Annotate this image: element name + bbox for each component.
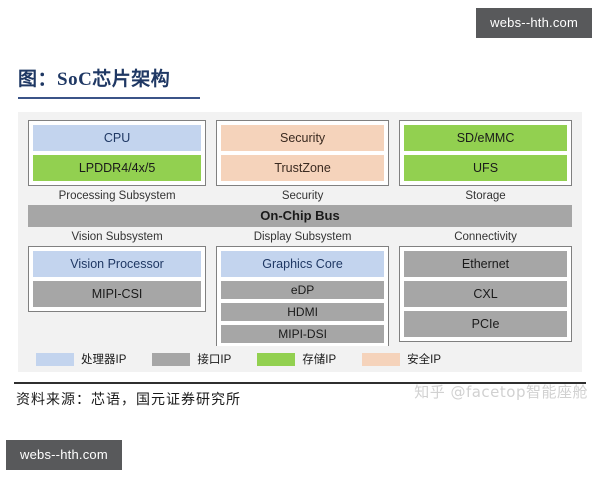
bottom-label-cell-connectivity: Connectivity	[399, 227, 572, 246]
title-underline	[18, 97, 200, 99]
block-security[interactable]: Security	[221, 125, 385, 151]
block-pcie[interactable]: PCIe	[404, 311, 567, 337]
legend-label-processor-ip: 处理器IP	[81, 354, 127, 366]
group-label-display-subsystem: Display Subsystem	[253, 231, 352, 243]
legend-item-security-ip: 安全IP	[362, 351, 441, 367]
legend-swatch-storage-ip	[257, 352, 296, 366]
block-mipi-dsi[interactable]: MIPI-DSI	[221, 325, 385, 343]
block-cxl[interactable]: CXL	[404, 281, 567, 307]
group-label-vision-subsystem: Vision Subsystem	[71, 231, 163, 243]
title-block: 图：SoC芯片架构	[18, 64, 582, 99]
legend-label-interface-ip: 接口IP	[197, 354, 232, 366]
block-edp[interactable]: eDP	[221, 281, 385, 299]
group-storage: SD/eMMC UFS Storage	[399, 120, 572, 205]
group-label-storage: Storage	[465, 190, 506, 202]
block-graphics-core[interactable]: Graphics Core	[221, 251, 385, 277]
block-trustzone[interactable]: TrustZone	[221, 155, 385, 181]
bottom-label-cell-display: Display Subsystem	[216, 227, 389, 246]
block-vision-processor[interactable]: Vision Processor	[33, 251, 202, 277]
legend-item-storage-ip: 存储IP	[257, 351, 336, 367]
legend-label-security-ip: 安全IP	[407, 354, 441, 366]
group-connectivity: Ethernet CXL PCIe	[399, 246, 572, 348]
soc-architecture-panel: CPU LPDDR4/4x/5 Processing Subsystem Sec…	[18, 112, 582, 358]
watermark-bottom-left: webs--hth.com	[6, 440, 122, 470]
group-box: Graphics Core eDP HDMI MIPI-DSI	[216, 246, 390, 348]
legend-item-processor-ip: 处理器IP	[36, 351, 126, 367]
group-label-connectivity: Connectivity	[454, 231, 517, 243]
legend-swatch-security-ip	[362, 352, 401, 366]
group-label-security: Security	[281, 190, 324, 202]
group-box: CPU LPDDR4/4x/5	[28, 120, 207, 186]
block-ethernet[interactable]: Ethernet	[404, 251, 567, 277]
source-text: 资料来源：芯语，国元证券研究所	[16, 393, 241, 408]
group-box: Ethernet CXL PCIe	[399, 246, 572, 342]
watermark-ghost-zhihu: 知乎 @facetop智能座舱	[414, 383, 588, 401]
block-lpddr[interactable]: LPDDR4/4x/5	[33, 155, 202, 181]
watermark-top-right: webs--hth.com	[476, 8, 592, 38]
block-hdmi[interactable]: HDMI	[221, 303, 385, 321]
legend-label-storage-ip: 存储IP	[302, 354, 337, 366]
group-display-subsystem: Graphics Core eDP HDMI MIPI-DSI	[216, 246, 390, 348]
group-processing-subsystem: CPU LPDDR4/4x/5 Processing Subsystem	[28, 120, 207, 205]
group-security: Security TrustZone Security	[216, 120, 390, 205]
group-label-processing-subsystem: Processing Subsystem	[58, 190, 176, 202]
page-title: 图：SoC芯片架构	[18, 69, 171, 90]
bottom-label-cell-vision: Vision Subsystem	[28, 227, 206, 246]
legend-item-interface-ip: 接口IP	[152, 351, 231, 367]
legend-swatch-interface-ip	[152, 352, 191, 366]
legend-swatch-processor-ip	[36, 352, 74, 366]
block-cpu[interactable]: CPU	[33, 125, 202, 151]
group-vision-subsystem: Vision Processor MIPI-CSI	[28, 246, 207, 348]
block-ufs[interactable]: UFS	[404, 155, 567, 181]
bottom-group-row: Vision Processor MIPI-CSI Graphics Core …	[28, 246, 572, 348]
group-box: Security TrustZone	[216, 120, 390, 186]
bottom-group-label-row: Vision Subsystem Display Subsystem Conne…	[28, 227, 572, 246]
block-sd-emmc[interactable]: SD/eMMC	[404, 125, 567, 151]
source-divider	[14, 382, 586, 384]
group-box: SD/eMMC UFS	[399, 120, 572, 186]
block-mipi-csi[interactable]: MIPI-CSI	[33, 281, 202, 307]
group-box: Vision Processor MIPI-CSI	[28, 246, 207, 312]
legend: 处理器IP 接口IP 存储IP 安全IP	[18, 346, 582, 372]
on-chip-bus-bar[interactable]: On-Chip Bus	[28, 205, 572, 227]
top-group-row: CPU LPDDR4/4x/5 Processing Subsystem Sec…	[28, 120, 572, 205]
